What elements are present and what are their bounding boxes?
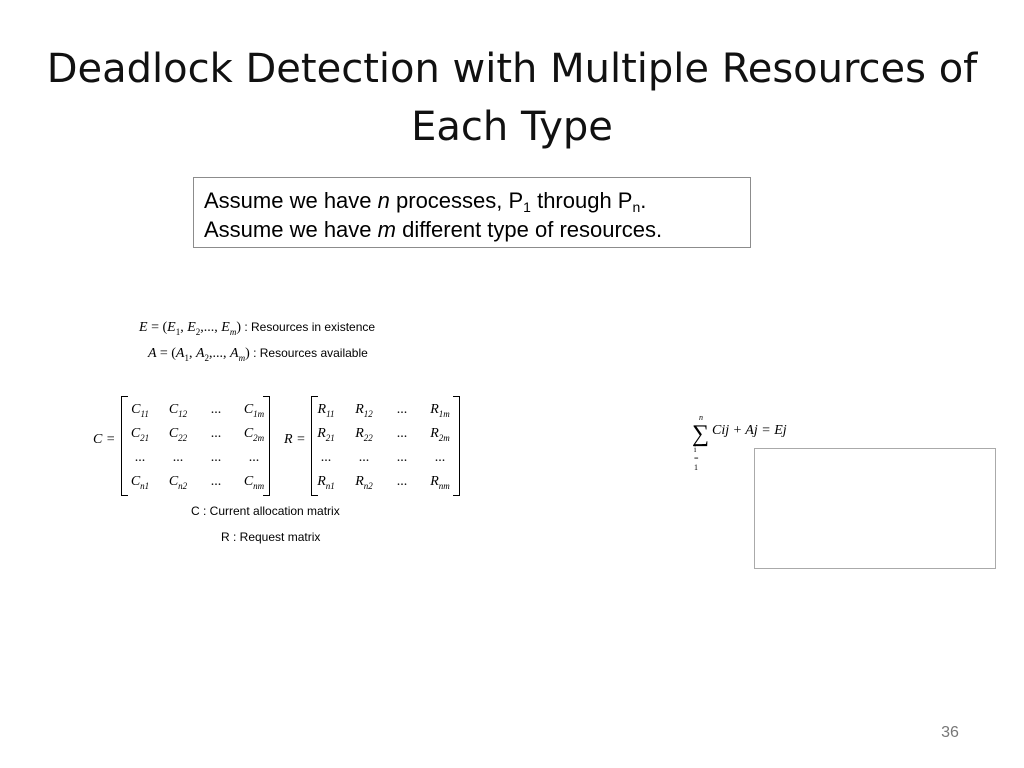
matrix-r-cell: R1m: [430, 402, 450, 419]
matrix-r-right-bracket: [453, 396, 460, 496]
matrix-c-cell: Cn2: [168, 474, 188, 491]
matrix-c-cell: ...: [248, 450, 260, 465]
matrix-c-cell: ...: [172, 450, 184, 465]
matrix-r-cell: R21: [317, 426, 335, 443]
matrix-c-cell: C12: [168, 402, 188, 419]
matrix-r-cell: R11: [317, 402, 335, 419]
matrix-r-cell: ...: [396, 402, 408, 417]
matrix-r-cell: ...: [358, 450, 370, 465]
matrix-r-cell: ...: [320, 450, 332, 465]
matrix-r-cell: R12: [355, 402, 373, 419]
matrix-c-cell: C2m: [243, 426, 265, 443]
matrix-c-row: C21 C22... C2m: [121, 422, 273, 446]
available-vector: A = (A1, A2,..., Am) : Resources availab…: [148, 346, 368, 363]
matrix-r-left-bracket: [311, 396, 318, 496]
matrix-c-cell: Cnm: [243, 474, 265, 491]
matrix-r-row: R21 R22... R2m: [307, 422, 459, 446]
matrix-c-cell: ...: [210, 474, 222, 489]
matrix-c-cell: ...: [210, 426, 222, 441]
matrix-c-cell: C1m: [243, 402, 265, 419]
matrix-r-row: R11 R12... R1m: [307, 398, 459, 422]
matrix-c-row: Cn1 Cn2... Cnm: [121, 470, 273, 494]
matrix-r-cell: R2m: [430, 426, 450, 443]
existence-vector: E = (E1, E2,..., Em) : Resources in exis…: [139, 320, 376, 337]
matrix-c-row: ............: [121, 446, 273, 470]
matrix-c-cell: C21: [130, 426, 150, 443]
matrix-c-cell: ...: [210, 402, 222, 417]
existence-description: Resources in existence: [251, 320, 376, 334]
empty-placeholder-box: [754, 448, 996, 569]
matrix-c-cell: Cn1: [130, 474, 150, 491]
slide-title: Deadlock Detection with Multiple Resourc…: [46, 46, 978, 150]
matrix-r-cell: ...: [434, 450, 446, 465]
matrix-r-cell: R22: [355, 426, 373, 443]
assumption-box: Assume we have n processes, P1 through P…: [193, 177, 751, 248]
matrix-r-cell: ...: [396, 426, 408, 441]
available-description: Resources available: [259, 346, 368, 360]
matrix-c-cell: ...: [210, 450, 222, 465]
matrix-r-cell: Rn2: [355, 474, 373, 491]
sigma-symbol: ∑: [692, 421, 710, 447]
matrix-c-cell: C22: [168, 426, 188, 443]
caption-current-allocation: C : Current allocation matrix: [191, 504, 340, 518]
matrix-r-cell: Rn1: [317, 474, 335, 491]
matrix-r-cell: ...: [396, 474, 408, 489]
matrix-r-row: Rn1 Rn2... Rnm: [307, 470, 459, 494]
assumption-line-processes: Assume we have n processes, P1 through P…: [204, 188, 647, 215]
page-number: 36: [941, 724, 959, 741]
matrix-r-cell: ...: [396, 450, 408, 465]
matrix-c-right-bracket: [263, 396, 270, 496]
matrix-c-left-bracket: [121, 396, 128, 496]
matrix-r-row: ............: [307, 446, 459, 470]
matrix-r-cell: Rnm: [430, 474, 450, 491]
matrix-c-cell: ...: [134, 450, 146, 465]
matrix-c-cell: C11: [131, 402, 149, 419]
assumption-line-resources: Assume we have m different type of resou…: [204, 217, 663, 242]
caption-request-matrix: R : Request matrix: [221, 530, 321, 544]
matrix-c-row: C11 C12... C1m: [121, 398, 273, 422]
